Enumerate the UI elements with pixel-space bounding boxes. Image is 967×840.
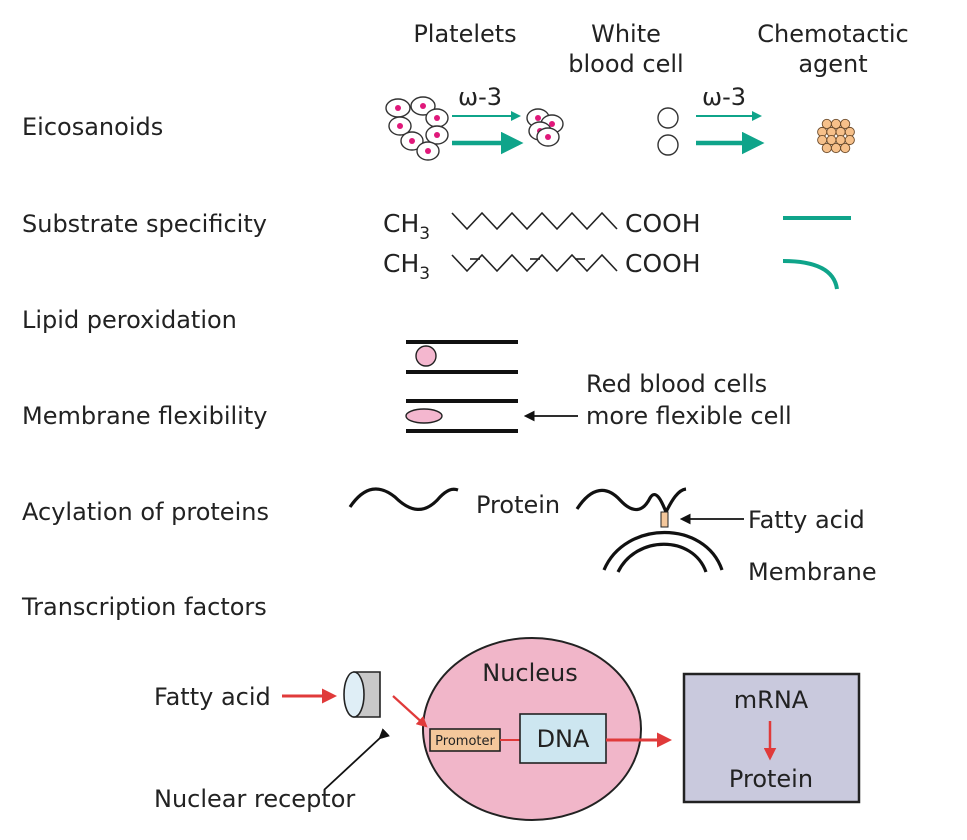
tf-fatty-acid-label: Fatty acid bbox=[154, 683, 271, 711]
protein-wave-free bbox=[348, 487, 459, 511]
rbc-label-line2: more flexible cell bbox=[586, 402, 792, 430]
dna-box bbox=[519, 713, 607, 764]
ch3-unsaturated: CH3 bbox=[383, 249, 430, 284]
row-label-lipid-peroxidation: Lipid peroxidation bbox=[22, 306, 237, 334]
mrna-protein-box bbox=[682, 672, 861, 804]
teal-line-curved bbox=[782, 259, 839, 290]
red-arrow-to-promoter bbox=[392, 695, 428, 728]
header-chemotactic-line1: Chemotactic bbox=[757, 20, 908, 48]
omega3-label-platelets: ω-3 bbox=[458, 83, 502, 111]
protein-wave-anchored bbox=[575, 487, 687, 516]
chemotactic-particle bbox=[830, 143, 842, 154]
promoter-label: Promoter bbox=[435, 734, 495, 749]
row-label-substrate-specificity: Substrate specificity bbox=[22, 210, 267, 238]
membrane-inner-arc bbox=[616, 542, 708, 573]
fatty-acid-anchor bbox=[660, 511, 669, 528]
nuclear-receptor-icon bbox=[343, 671, 381, 718]
platelet-cluster-left bbox=[385, 96, 449, 161]
row-label-membrane-flexibility: Membrane flexibility bbox=[22, 402, 267, 430]
row-label-transcription-factors: Transcription factors bbox=[21, 593, 267, 621]
ch3-saturated: CH3 bbox=[383, 209, 430, 244]
tf-protein-label: Protein bbox=[729, 765, 813, 793]
saturated-chain-zigzag bbox=[451, 211, 618, 231]
omega3-label-wbc: ω-3 bbox=[702, 83, 746, 111]
header-platelets: Platelets bbox=[413, 20, 516, 48]
chemotactic-particle bbox=[844, 134, 855, 146]
membrane-outer-arc bbox=[602, 530, 724, 571]
row-label-acylation: Acylation of proteins bbox=[22, 498, 269, 526]
protein-label: Protein bbox=[476, 491, 560, 519]
header-chemotactic-line2: agent bbox=[798, 50, 867, 78]
header-white-blood-cell-line1: White bbox=[591, 20, 661, 48]
dna-label: DNA bbox=[537, 725, 590, 753]
chemotactic-particle bbox=[821, 143, 832, 154]
cooh-saturated: COOH bbox=[625, 209, 701, 238]
unsaturated-chain-zigzag bbox=[451, 253, 618, 273]
chemotactic-agent-cluster bbox=[817, 118, 855, 154]
header-white-blood-cell-line2: blood cell bbox=[568, 50, 683, 78]
cooh-unsaturated: COOH bbox=[625, 249, 701, 278]
row-label-eicosanoids: Eicosanoids bbox=[22, 113, 163, 141]
white-blood-cells bbox=[657, 107, 679, 156]
nuclear-receptor-label: Nuclear receptor bbox=[154, 785, 355, 813]
nuclear-receptor-pointer bbox=[323, 728, 391, 791]
fatty-acid-label-acyl: Fatty acid bbox=[748, 506, 865, 534]
nucleus-label: Nucleus bbox=[482, 659, 578, 687]
chemotactic-particle bbox=[840, 118, 851, 129]
platelet-cluster-aggregated bbox=[526, 108, 564, 147]
membrane-label: Membrane bbox=[748, 558, 877, 586]
flexible-red-blood-cell bbox=[405, 408, 443, 424]
chemotactic-particle bbox=[840, 143, 851, 154]
mrna-label: mRNA bbox=[734, 686, 809, 714]
rbc-label-line1: Red blood cells bbox=[586, 370, 767, 398]
rigid-red-blood-cell bbox=[415, 345, 437, 367]
